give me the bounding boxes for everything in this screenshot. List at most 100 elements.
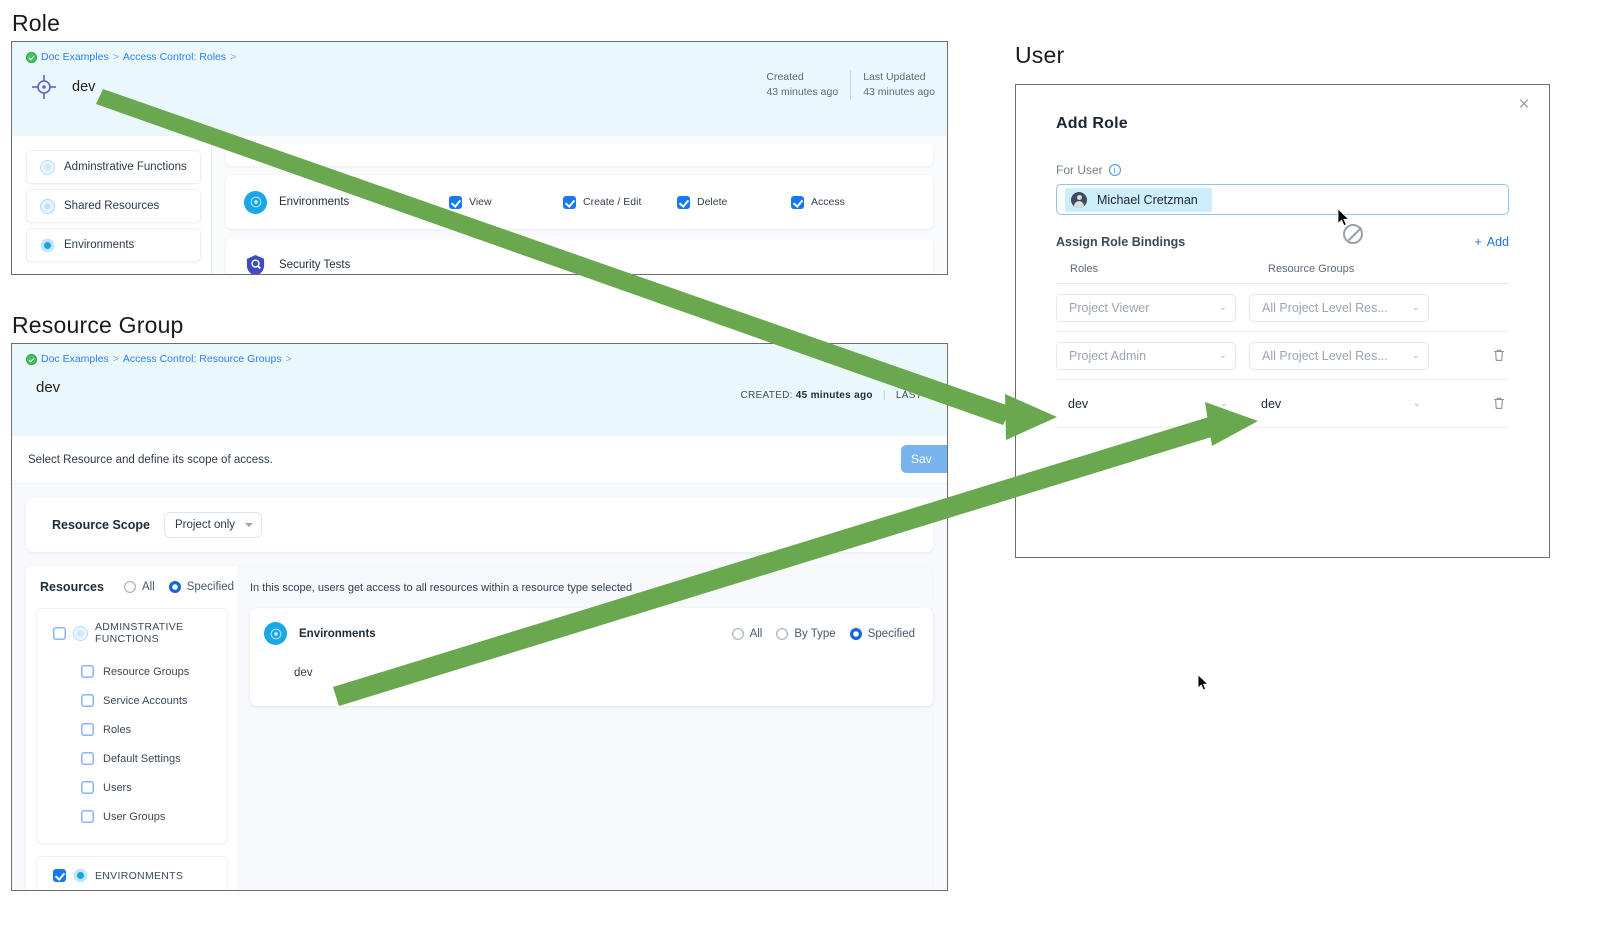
avatar: [1071, 191, 1087, 208]
radio-resources-specified[interactable]: Specified: [168, 581, 234, 593]
save-button[interactable]: Sav: [901, 445, 947, 473]
resource-group-select-3[interactable]: dev ⌄: [1249, 390, 1429, 418]
resource-scope-select[interactable]: Project only: [163, 512, 263, 538]
radio-all-dot: [123, 581, 136, 593]
radio-env-specified[interactable]: Specified: [849, 627, 915, 640]
checkbox-view-label: View: [469, 196, 492, 208]
item-checkbox[interactable]: [81, 694, 94, 707]
role-sidebar: Adminstrative Functions Shared Resources…: [12, 136, 212, 274]
resource-item-users[interactable]: Users: [37, 773, 227, 802]
project-check-icon: [26, 353, 37, 365]
permission-row-environments[interactable]: Environments View Create / Edit Delet: [226, 175, 933, 229]
checkbox-access[interactable]: Access: [791, 195, 905, 209]
sidebar-item-administrative-functions[interactable]: Adminstrative Functions: [26, 150, 201, 184]
role-select-2-value: Project Admin: [1069, 348, 1147, 363]
resource-item-roles[interactable]: Roles: [37, 715, 227, 744]
rg-body: Resource Scope Project only Resources Al…: [12, 484, 947, 890]
radio-all-label: All: [141, 581, 155, 593]
resource-scope-card: Resource Scope Project only: [26, 498, 933, 552]
group-header-environments[interactable]: ENVIRONMENTS: [37, 869, 227, 882]
breadcrumb-access-control-roles[interactable]: Access Control: Roles: [122, 51, 227, 63]
checkbox-delete-label: Delete: [697, 196, 728, 208]
role-meta: Created 43 minutes ago Last Updated 43 m…: [754, 70, 947, 100]
item-checkbox[interactable]: [81, 665, 94, 678]
role-select-2[interactable]: Project Admin ⌄: [1056, 341, 1236, 370]
resources-header: Resources All Specified: [26, 580, 238, 608]
permission-checkboxes: View Create / Edit Delete Access: [449, 195, 933, 209]
chevron-down-icon: ⌄: [1411, 350, 1420, 361]
item-checkbox[interactable]: [81, 810, 94, 823]
sidebar-item-label: Adminstrative Functions: [64, 161, 187, 173]
resource-item-service-accounts[interactable]: Service Accounts: [37, 686, 227, 715]
item-label: Default Settings: [103, 752, 181, 765]
radio-env-by-type[interactable]: By Type: [776, 627, 836, 640]
environments-scope-value: dev: [294, 667, 313, 679]
radio-resources-all[interactable]: All: [123, 581, 155, 593]
rg-created-label: CREATED:: [740, 390, 793, 401]
item-checkbox[interactable]: [81, 752, 94, 765]
radio-env-all-label: All: [749, 627, 763, 640]
rg-breadcrumb-access-control-resource-groups[interactable]: Access Control: Resource Groups: [122, 353, 282, 365]
environments-scope-name: Environments: [299, 627, 376, 640]
scope-note: In this scope, users get access to all r…: [250, 582, 633, 594]
resource-group-section-caption: Resource Group: [12, 312, 184, 338]
user-chip-name: Michael Cretzman: [1097, 192, 1198, 207]
delete-binding-icon[interactable]: [1491, 347, 1509, 365]
radio-env-by-type-dot: [776, 627, 789, 640]
role-select-1[interactable]: Project Viewer ⌄: [1056, 293, 1236, 322]
administrative-functions-icon: [41, 160, 54, 174]
checkbox-access-label: Access: [811, 196, 845, 208]
cursor-no-drop: [1337, 208, 1363, 244]
resource-scope-label: Resource Scope: [52, 518, 150, 532]
role-select-3[interactable]: dev ⌄: [1056, 390, 1236, 418]
item-label: Resource Groups: [103, 665, 190, 678]
resource-group-select-2[interactable]: All Project Level Res... ⌄: [1249, 341, 1429, 370]
checkbox-create-edit-box[interactable]: [563, 195, 576, 209]
table-header: Roles Resource Groups: [1056, 263, 1509, 284]
rg-breadcrumb: Doc Examples > Access Control: Resource …: [12, 344, 947, 365]
item-checkbox[interactable]: [81, 781, 94, 794]
environments-resource-icon: [244, 190, 267, 214]
info-icon[interactable]: i: [1109, 164, 1121, 176]
close-icon[interactable]: ×: [1518, 94, 1530, 115]
chevron-down-icon: ⌄: [1412, 398, 1421, 409]
add-binding-button[interactable]: + Add: [1474, 235, 1509, 249]
role-panel-header: Doc Examples > Access Control: Roles >: [12, 42, 947, 136]
permission-name: Security Tests: [279, 259, 351, 271]
checkbox-view-box[interactable]: [449, 195, 462, 209]
resource-group-select-1[interactable]: All Project Level Res... ⌄: [1249, 293, 1429, 322]
resource-item-user-groups[interactable]: User Groups: [37, 802, 227, 831]
radio-env-all[interactable]: All: [731, 627, 763, 640]
rg-subbar: Select Resource and define its scope of …: [12, 436, 947, 484]
delete-binding-icon[interactable]: [1491, 395, 1509, 413]
checkbox-delete[interactable]: Delete: [677, 195, 791, 209]
user-chip[interactable]: Michael Cretzman: [1065, 187, 1212, 212]
chevron-down-icon: ⌄: [1218, 302, 1227, 313]
rg-created-value: 45 minutes ago: [795, 390, 873, 401]
administrative-functions-icon: [74, 626, 87, 640]
no-drop-icon: [1343, 224, 1363, 244]
checkbox-delete-box[interactable]: [677, 195, 690, 209]
resource-group-panel: Doc Examples > Access Control: Resource …: [11, 343, 948, 891]
table-row: Project Admin ⌄ All Project Level Res...…: [1056, 332, 1509, 380]
checkbox-access-box[interactable]: [791, 195, 804, 209]
item-checkbox[interactable]: [81, 723, 94, 736]
checkbox-create-edit[interactable]: Create / Edit: [563, 195, 677, 209]
environments-scope-radios: All By Type Specified: [731, 627, 933, 640]
assign-role-bindings-title: Assign Role Bindings: [1056, 235, 1186, 249]
group-checkbox[interactable]: [53, 626, 66, 640]
group-header-administrative-functions[interactable]: ADMINSTRATIVE FUNCTIONS: [37, 621, 227, 645]
item-label: Service Accounts: [103, 694, 188, 707]
breadcrumb-doc-examples[interactable]: Doc Examples: [41, 51, 109, 63]
permission-row-security-tests[interactable]: Security Tests: [226, 238, 933, 274]
role-created: Created 43 minutes ago: [754, 70, 850, 100]
environments-scope-card: Environments All By Type: [250, 608, 933, 706]
resource-item-resource-groups[interactable]: Resource Groups: [37, 657, 227, 686]
user-input-field[interactable]: Michael Cretzman: [1056, 184, 1509, 215]
checkbox-view[interactable]: View: [449, 195, 563, 209]
sidebar-item-environments[interactable]: Environments: [26, 228, 201, 262]
resource-item-default-settings[interactable]: Default Settings: [37, 744, 227, 773]
sidebar-item-shared-resources[interactable]: Shared Resources: [26, 189, 201, 223]
rg-breadcrumb-doc-examples[interactable]: Doc Examples: [41, 353, 109, 365]
group-checkbox[interactable]: [53, 869, 66, 882]
